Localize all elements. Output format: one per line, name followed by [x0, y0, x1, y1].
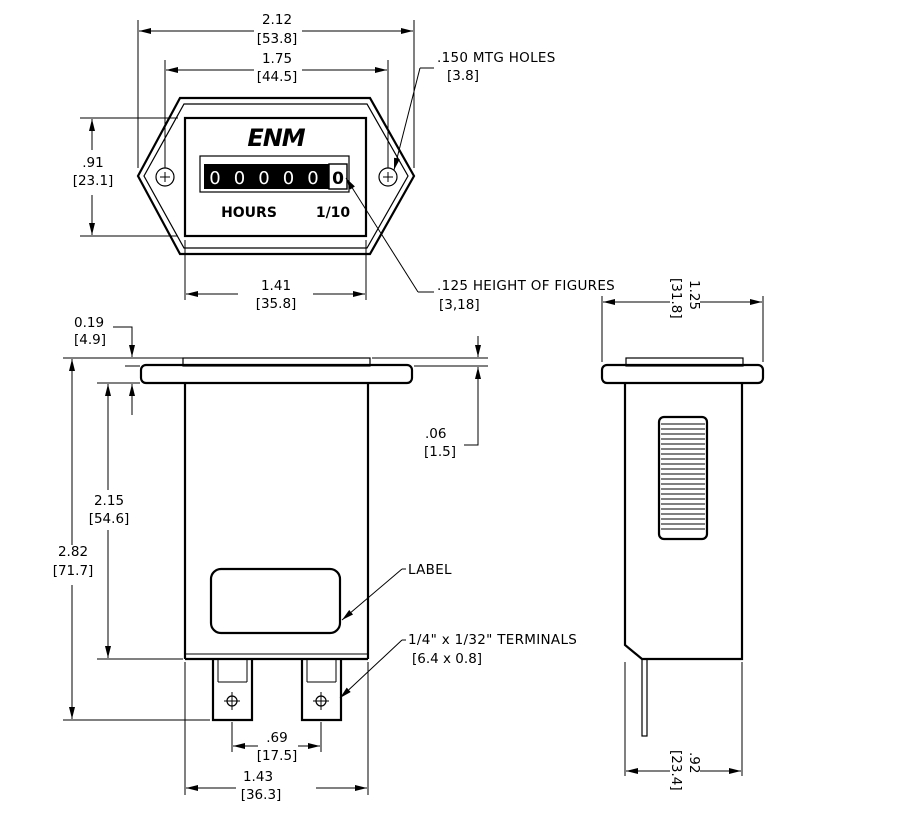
dim-terminal-spacing-in: .69	[266, 730, 287, 746]
dim-body-width-front-mm: [36.3]	[241, 787, 282, 803]
dim-side-depth-in: 1.25	[686, 280, 702, 310]
dim-hole-spacing-mm: [44.5]	[257, 69, 298, 85]
mounting-hole-left	[155, 167, 175, 187]
counter-window-frame	[199, 155, 350, 193]
counter-digit: 0	[258, 168, 269, 189]
front-view: 0.19 [4.9] .06 [1.5] 2.15 [54.6] 2.82 [7…	[53, 315, 577, 807]
terminals-callout-mm: [6.4 x 0.8]	[412, 651, 482, 667]
terminal-left	[211, 659, 254, 722]
dim-flange-offset-in: .06	[425, 426, 446, 442]
dim-terminal-spacing-mm: [17.5]	[257, 748, 298, 764]
front-flange	[139, 363, 414, 385]
dim-side-depth-mm: [31.8]	[668, 278, 684, 319]
counter-digit: 0	[283, 168, 294, 189]
dim-side-body-mm: [23.4]	[668, 750, 684, 791]
top-face	[183, 116, 368, 238]
top-bezel-inner-outline	[143, 103, 409, 249]
side-view: 1.25 [31.8] .92 [23.4]	[600, 278, 765, 791]
mtg-holes-note: .150 MTG HOLES	[437, 50, 556, 66]
side-flange	[600, 363, 765, 385]
dim-body-height-in: 2.15	[94, 493, 124, 509]
dim-hole-spacing-in: 1.75	[262, 51, 292, 67]
side-terminal	[641, 658, 648, 737]
counter-digit: 0	[234, 168, 245, 189]
top-bezel-outline	[136, 96, 416, 256]
side-ribbed-window	[657, 415, 709, 541]
dim-flange-offset-mm: [1.5]	[424, 444, 456, 460]
dim-body-height-mm: [54.6]	[89, 511, 130, 527]
dim-height-in: .91	[82, 155, 103, 171]
dim-flange-mm: [4.9]	[74, 332, 106, 348]
resolution-label: 1/10	[316, 205, 351, 221]
counter-digit: 0	[209, 168, 220, 189]
mtg-holes-note-mm: [3.8]	[447, 68, 479, 84]
dim-body-width-top-mm: [35.8]	[256, 296, 297, 312]
dim-body-width-front-in: 1.43	[243, 769, 273, 785]
terminal-right	[300, 659, 343, 722]
hours-label: HOURS	[221, 205, 277, 221]
dim-height-mm: [23.1]	[73, 173, 114, 189]
dim-body-width-top-in: 1.41	[261, 278, 291, 294]
counter-digit: 0	[307, 168, 318, 189]
brand-logo: ENM	[247, 124, 305, 152]
dim-overall-width-mm: [53.8]	[257, 31, 298, 47]
terminals-callout: 1/4" x 1/32" TERMINALS	[408, 632, 577, 648]
figure-height-note: .125 HEIGHT OF FIGURES	[437, 278, 615, 294]
counter-drum	[204, 164, 329, 189]
counter-tenths-drum	[328, 163, 348, 190]
dim-flange-in: 0.19	[74, 315, 104, 331]
dim-overall-width-in: 2.12	[262, 12, 292, 28]
label-callout: LABEL	[408, 562, 452, 578]
dim-overall-height-in: 2.82	[58, 544, 88, 560]
front-label	[209, 567, 342, 635]
dim-overall-height-mm: [71.7]	[53, 563, 94, 579]
mounting-hole-right	[378, 167, 398, 187]
dim-side-body-in: .92	[686, 752, 702, 773]
figure-height-note-mm: [3,18]	[439, 297, 480, 313]
counter-tenths-digit: 0	[332, 169, 344, 189]
